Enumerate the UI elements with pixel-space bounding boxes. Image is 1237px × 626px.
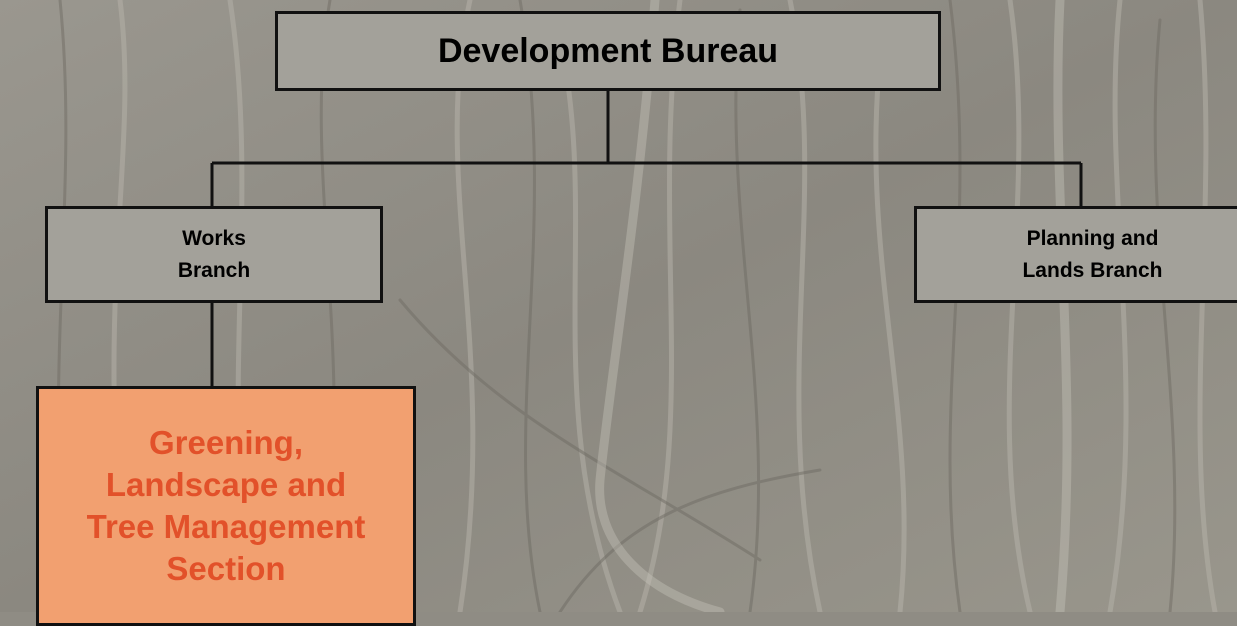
node-greening-landscape-tree-section: Greening, Landscape and Tree Management … <box>36 386 416 626</box>
node-works-branch-label: Works Branch <box>177 227 251 282</box>
node-development-bureau-label: Development Bureau <box>437 31 779 70</box>
node-works-branch: Works Branch <box>45 206 383 303</box>
node-planning-lands-branch: Planning and Lands Branch <box>914 206 1237 303</box>
node-planning-lands-branch-label: Planning and Lands Branch <box>1022 227 1163 282</box>
node-development-bureau: Development Bureau <box>275 11 941 91</box>
node-greening-section-label: Greening, Landscape and Tree Management … <box>86 423 366 588</box>
org-chart-connectors <box>210 91 1083 386</box>
